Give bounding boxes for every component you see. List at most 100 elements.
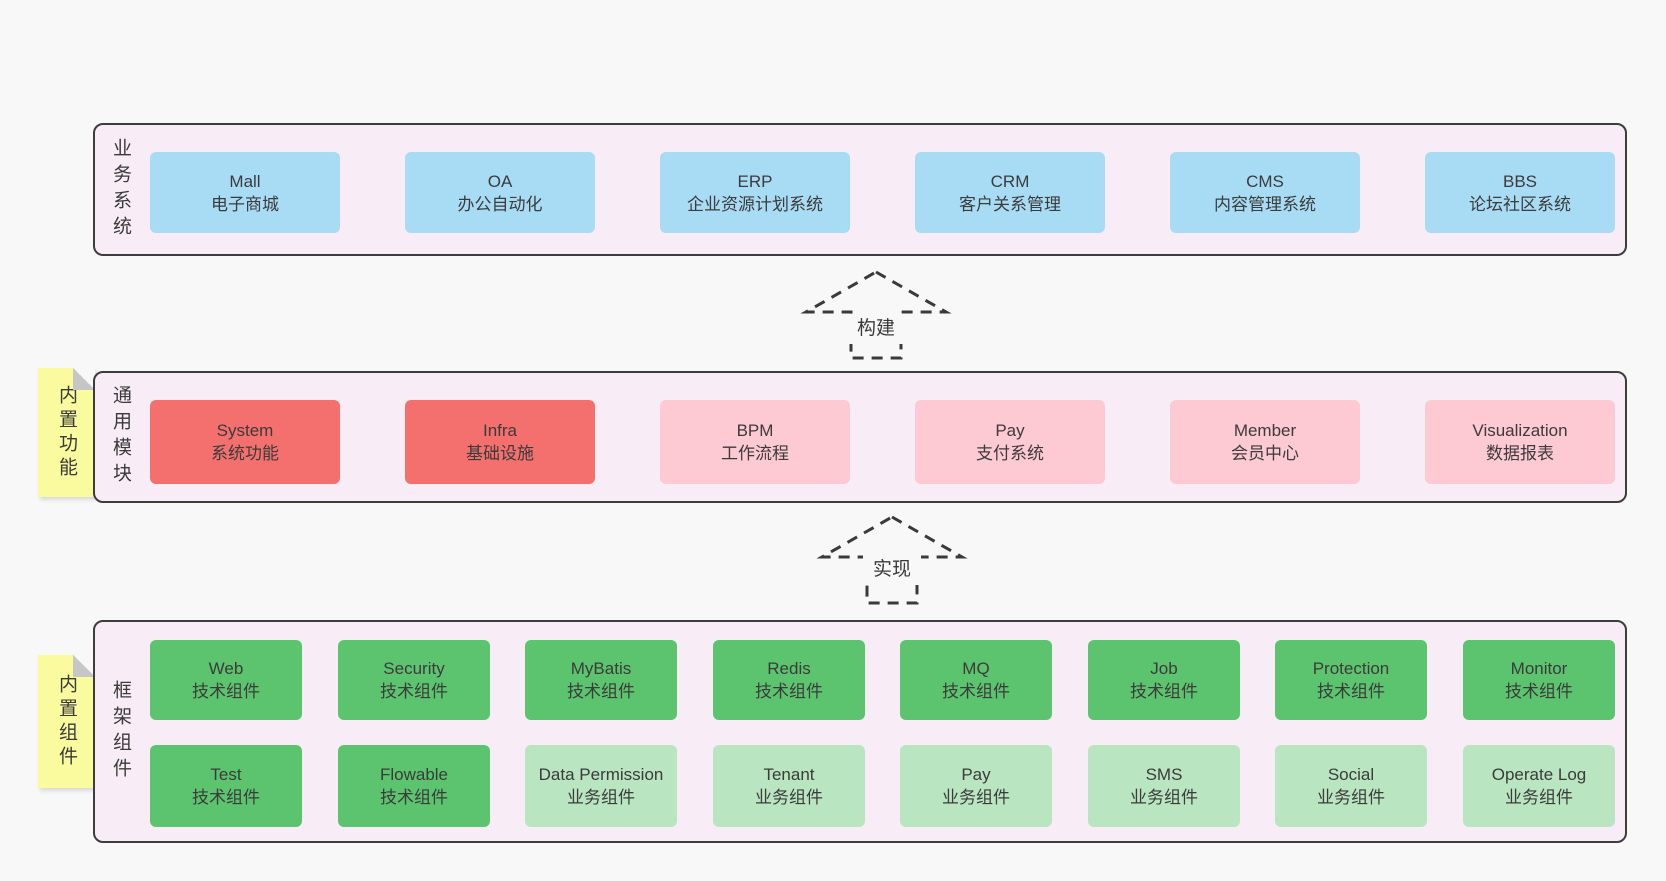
- module-desc: 系统功能: [211, 444, 279, 463]
- module-name: Monitor: [1510, 659, 1568, 678]
- module-name: MQ: [962, 659, 990, 678]
- module-desc: 业务组件: [1130, 788, 1198, 807]
- module-desc: 会员中心: [1231, 444, 1299, 463]
- module-name: Test: [210, 765, 242, 784]
- arrow-label-build: 构建: [847, 314, 905, 344]
- module-box-mybatis: MyBatis 技术组件: [525, 640, 677, 720]
- dashed-up-arrow: [800, 266, 952, 364]
- dashed-up-arrow-icon: [816, 515, 968, 605]
- module-name: Social: [1327, 765, 1375, 784]
- module-desc: 技术组件: [1130, 682, 1198, 701]
- module-desc: 内容管理系统: [1214, 194, 1316, 214]
- module-name: Web: [208, 659, 244, 678]
- module-name: Protection: [1312, 659, 1390, 678]
- module-name: Redis: [767, 659, 811, 678]
- module-box-crm: CRM 客户关系管理: [915, 152, 1105, 233]
- module-desc: 业务组件: [1317, 788, 1385, 807]
- module-desc: 技术组件: [1505, 682, 1573, 701]
- module-name: Infra: [482, 421, 518, 440]
- band-boxes: System 系统功能 Infra 基础设施 BPM 工作流程 Pay 支付系统 Member 会…: [95, 373, 1625, 501]
- module-name: ERP: [737, 171, 773, 191]
- module-box-sms: SMS 业务组件: [1088, 745, 1240, 827]
- module-box-mall: Mall 电子商城: [150, 152, 340, 233]
- module-box-flowable: Flowable 技术组件: [338, 745, 490, 827]
- module-box-social: Social 业务组件: [1275, 745, 1427, 827]
- module-box-web: Web 技术组件: [150, 640, 302, 720]
- module-name: Pay: [995, 421, 1025, 440]
- module-box-tenant: Tenant 业务组件: [713, 745, 865, 827]
- module-box-system: System 系统功能: [150, 400, 340, 484]
- module-box-visualization: Visualization 数据报表: [1425, 400, 1615, 484]
- band-title: 通用模块: [110, 385, 131, 489]
- module-desc: 客户关系管理: [959, 194, 1061, 214]
- module-name: Job: [1150, 659, 1178, 678]
- module-box-redis: Redis 技术组件: [713, 640, 865, 720]
- module-box-member: Member 会员中心: [1170, 400, 1360, 484]
- module-box-monitor: Monitor 技术组件: [1463, 640, 1615, 720]
- module-box-oa: OA 办公自动化: [405, 152, 595, 233]
- module-name: OA: [487, 171, 513, 191]
- module-box-bbs: BBS 论坛社区系统: [1425, 152, 1615, 233]
- module-desc: 业务组件: [755, 788, 823, 807]
- module-box-infra: Infra 基础设施: [405, 400, 595, 484]
- module-box-protection: Protection 技术组件: [1275, 640, 1427, 720]
- module-box-cms: CMS 内容管理系统: [1170, 152, 1360, 233]
- module-desc: 论坛社区系统: [1469, 194, 1571, 214]
- arrow-label-implement: 实现: [863, 555, 921, 585]
- module-box-mq: MQ 技术组件: [900, 640, 1052, 720]
- band-title: 业务系统: [110, 137, 131, 242]
- module-name: Tenant: [763, 765, 815, 784]
- module-desc: 基础设施: [466, 444, 534, 463]
- module-desc: 企业资源计划系统: [687, 194, 823, 214]
- module-desc: 技术组件: [1317, 682, 1385, 701]
- module-name: CMS: [1246, 171, 1284, 191]
- sticky-note-built-in-components: 内置组件: [38, 655, 95, 788]
- dashed-up-arrow-icon: [800, 270, 952, 360]
- module-desc: 技术组件: [380, 682, 448, 701]
- module-name: System: [216, 421, 274, 440]
- band-boxes: Mall 电子商城 OA 办公自动化 ERP 企业资源计划系统 CRM 客户关系管理 CMS 内容…: [95, 125, 1625, 254]
- module-name: Mall: [229, 171, 261, 191]
- module-name: CRM: [990, 171, 1030, 191]
- module-desc: 工作流程: [721, 444, 789, 463]
- band-business-systems: 业务系统 Mall 电子商城 OA 办公自动化 ERP 企业资源计划系统 CRM 客户关系管理…: [93, 123, 1627, 256]
- module-desc: 技术组件: [380, 788, 448, 807]
- sticky-note-label: 内置功能: [56, 384, 77, 481]
- module-desc: 技术组件: [942, 682, 1010, 701]
- module-name: Visualization: [1472, 421, 1568, 440]
- module-name: BPM: [736, 421, 774, 440]
- band-common-modules: 通用模块 System 系统功能 Infra 基础设施 BPM 工作流程 Pay 支付系统 Me…: [93, 371, 1627, 503]
- module-name: Operate Log: [1491, 765, 1587, 784]
- module-name: SMS: [1145, 765, 1183, 784]
- module-desc: 业务组件: [1505, 788, 1573, 807]
- module-box-pay: Pay 支付系统: [915, 400, 1105, 484]
- module-desc: 电子商城: [211, 194, 279, 214]
- sticky-note-label: 内置组件: [56, 673, 77, 770]
- module-box-erp: ERP 企业资源计划系统: [660, 152, 850, 233]
- module-name: MyBatis: [570, 659, 632, 678]
- module-box-bpm: BPM 工作流程: [660, 400, 850, 484]
- folded-corner-icon: [73, 655, 95, 677]
- module-box-security: Security 技术组件: [338, 640, 490, 720]
- module-desc: 技术组件: [755, 682, 823, 701]
- module-desc: 技术组件: [192, 788, 260, 807]
- module-box-job: Job 技术组件: [1088, 640, 1240, 720]
- module-name: Flowable: [379, 765, 449, 784]
- module-name: Security: [383, 659, 445, 678]
- band-title: 框架组件: [110, 679, 131, 784]
- module-desc: 数据报表: [1486, 444, 1554, 463]
- module-desc: 业务组件: [942, 788, 1010, 807]
- module-box-test: Test 技术组件: [150, 745, 302, 827]
- module-name: BBS: [1502, 171, 1538, 191]
- module-desc: 支付系统: [976, 444, 1044, 463]
- module-desc: 技术组件: [192, 682, 260, 701]
- sticky-note-built-in-features: 内置功能: [38, 368, 95, 497]
- module-desc: 办公自动化: [457, 194, 543, 214]
- module-name: Member: [1233, 421, 1297, 440]
- module-desc: 业务组件: [567, 788, 635, 807]
- module-desc: 技术组件: [567, 682, 635, 701]
